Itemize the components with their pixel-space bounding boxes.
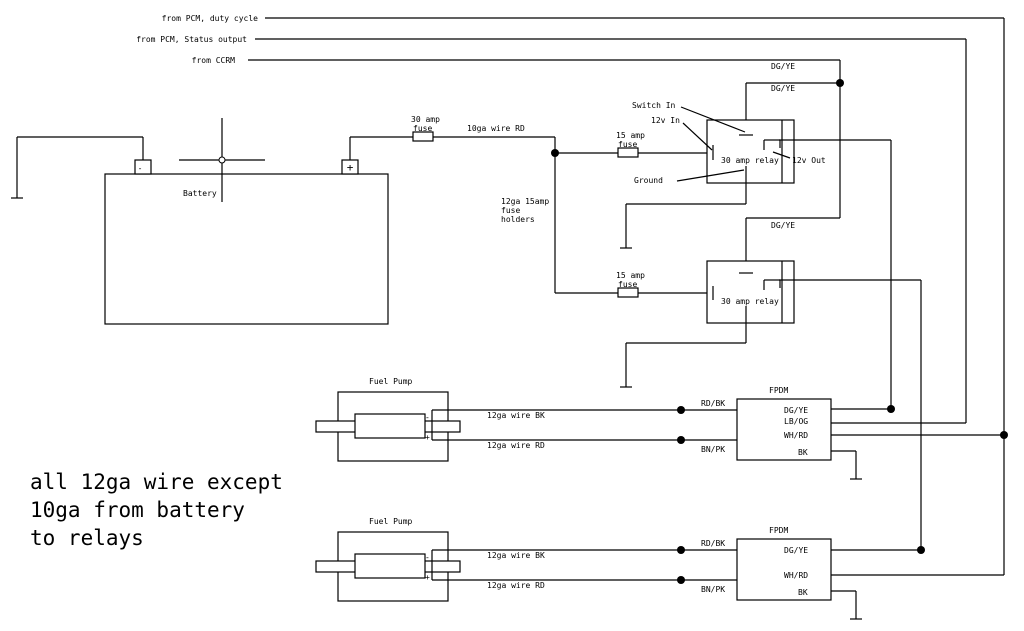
fuel-pump-1-motor bbox=[354, 413, 426, 439]
main-fuse-label-2: fuse bbox=[413, 124, 432, 133]
fpdm-1-whrd-junction bbox=[1000, 431, 1008, 439]
relay-1-body bbox=[706, 119, 795, 184]
fuel-pump-1-bk-wire-label: 12ga wire BK bbox=[487, 411, 545, 420]
fuel-pump-2-title: Fuel Pump bbox=[369, 517, 413, 526]
ccrm-label: from CCRM bbox=[192, 56, 236, 65]
fpdm-1-dgye-junction bbox=[887, 405, 895, 413]
ccrm-junction-dot bbox=[836, 79, 844, 87]
main-junction-dot bbox=[551, 149, 559, 157]
fpdm-2-pin-3: BK bbox=[798, 588, 808, 597]
pcm-duty-cycle-label: from PCM, duty cycle bbox=[162, 14, 259, 23]
relay-1-ground-label: Ground bbox=[634, 176, 663, 185]
fuel-pump-2-pos: + bbox=[425, 573, 430, 582]
relay-2-fuse-label-2: fuse bbox=[618, 280, 637, 289]
note-line-1: all 12ga wire except bbox=[30, 470, 283, 494]
fpdm-1 bbox=[681, 398, 1008, 480]
fpdm-1-body bbox=[736, 398, 832, 461]
fpdm-1-pin-3: WH/RD bbox=[784, 431, 808, 440]
relay-1-fuse-label-2: fuse bbox=[618, 140, 637, 149]
main-wire-label: 10ga wire RD bbox=[467, 124, 525, 133]
relay-1-switch-in-label: Switch In bbox=[632, 101, 676, 110]
ccrm-wire bbox=[248, 59, 844, 273]
main-fuse-label-1: 30 amp bbox=[411, 115, 440, 124]
relay-2-fuse-label-1: 15 amp bbox=[616, 271, 645, 280]
fpdm-1-title: FPDM bbox=[769, 386, 788, 395]
fpdm-2-title: FPDM bbox=[769, 526, 788, 535]
fpdm-2-pin-1: DG/YE bbox=[784, 546, 808, 555]
note-line-2: 10ga from battery bbox=[30, 498, 245, 522]
relay-2-body bbox=[706, 260, 795, 324]
fuel-pump-2-rd-wire-label: 12ga wire RD bbox=[487, 581, 545, 590]
relay-1 bbox=[617, 106, 892, 408]
relay-2-label: 30 amp relay bbox=[721, 297, 779, 306]
fpdm-2-input-rd: BN/PK bbox=[701, 585, 725, 594]
relay-1-wire-label-2: DG/YE bbox=[771, 84, 795, 93]
note-line-3: to relays bbox=[30, 526, 144, 550]
fuse-holders-label-3: holders bbox=[501, 215, 535, 224]
fuel-pump-1-rd-wire-label: 12ga wire RD bbox=[487, 441, 545, 450]
relay-1-fuse bbox=[617, 147, 639, 158]
fpdm-1-input-bk: RD/BK bbox=[701, 399, 725, 408]
battery-center-mark bbox=[218, 156, 226, 164]
battery-body bbox=[104, 173, 389, 325]
pcm-status-output-wire bbox=[255, 38, 967, 423]
relay-1-label: 30 amp relay bbox=[721, 156, 779, 165]
battery-positive-sign: + bbox=[347, 161, 354, 174]
fpdm-2-dgye-junction bbox=[917, 546, 925, 554]
fuel-pump-2 bbox=[315, 531, 685, 602]
relay-1-12v-in-label: 12v In bbox=[651, 116, 680, 125]
fpdm-2-pin-2: WH/RD bbox=[784, 571, 808, 580]
fuel-pump-2-neg: - bbox=[425, 553, 430, 562]
relay-1-12v-out-label: 12v Out bbox=[792, 156, 826, 165]
main-fuse bbox=[412, 131, 618, 294]
relay-2-fuse bbox=[617, 287, 639, 298]
battery-label: Battery bbox=[183, 189, 217, 198]
relay-2 bbox=[617, 260, 922, 550]
fuel-pump-2-bk-wire-label: 12ga wire BK bbox=[487, 551, 545, 560]
relay-2-wire-label: DG/YE bbox=[771, 221, 795, 230]
fuse-holders-label-1: 12ga 15amp bbox=[501, 197, 549, 206]
fpdm-2 bbox=[681, 538, 1004, 620]
battery-negative-sign: - bbox=[138, 164, 143, 173]
fuel-pump-1-title: Fuel Pump bbox=[369, 377, 413, 386]
fuel-pump-1-pos: + bbox=[425, 433, 430, 442]
fpdm-1-pin-4: BK bbox=[798, 448, 808, 457]
relay-1-fuse-label-1: 15 amp bbox=[616, 131, 645, 140]
fpdm-2-body bbox=[736, 538, 832, 601]
fuel-pump-1 bbox=[315, 391, 685, 462]
fpdm-2-input-bk: RD/BK bbox=[701, 539, 725, 548]
fuel-pump-2-motor bbox=[354, 553, 426, 579]
pcm-duty-cycle-wire bbox=[265, 17, 1005, 575]
pcm-status-output-label: from PCM, Status output bbox=[136, 35, 247, 44]
fpdm-1-pin-2: LB/OG bbox=[784, 417, 808, 426]
fpdm-1-input-rd: BN/PK bbox=[701, 445, 725, 454]
fpdm-1-pin-1: DG/YE bbox=[784, 406, 808, 415]
relay-1-wire-label-1: DG/YE bbox=[771, 62, 795, 71]
battery bbox=[11, 118, 413, 325]
fuse-holders-label-2: fuse bbox=[501, 206, 520, 215]
fuel-pump-1-neg: - bbox=[425, 413, 430, 422]
